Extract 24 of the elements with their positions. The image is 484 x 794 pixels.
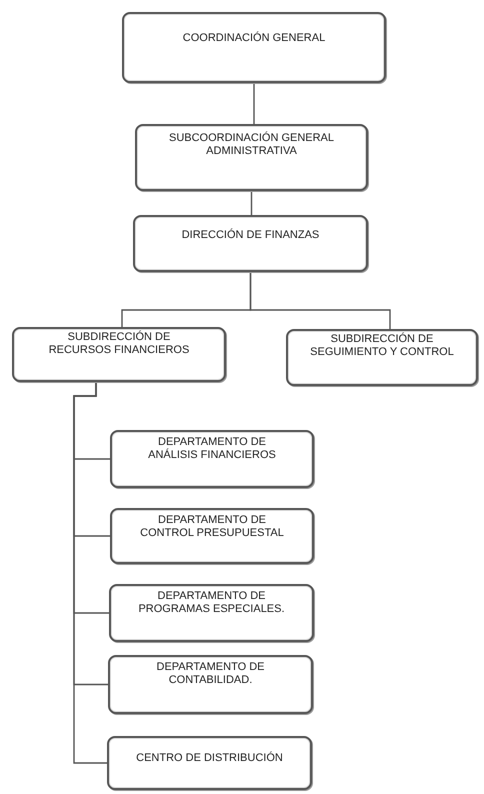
unit-name: DEPARTAMENTO DE CONTABILIDAD.	[156, 661, 266, 687]
unit-name: SUBDIRECCIÓN DE SEGUIMIENTO Y CONTROL	[309, 333, 455, 359]
connector-line	[250, 191, 252, 215]
org-unit-box	[135, 124, 368, 191]
connector-line	[253, 83, 255, 124]
connector-line	[73, 382, 107, 764]
connector-line	[250, 272, 391, 329]
org-unit-box	[109, 584, 314, 642]
unit-name: CENTRO DE DISTRIBUCIÓN	[136, 752, 283, 765]
unit-name: SUBDIRECCIÓN DE RECURSOS FINANCIEROS	[48, 331, 190, 357]
org-unit-box	[12, 327, 226, 382]
org-unit-box	[110, 430, 314, 488]
org-unit-box	[286, 329, 478, 386]
org-unit-box	[122, 12, 386, 83]
unit-name: DEPARTAMENTO DE CONTROL PRESUPUESTAL	[139, 514, 285, 540]
unit-name: COORDINACIÓN GENERAL	[182, 32, 326, 45]
unit-name: DIRECCIÓN DE FINANZAS	[182, 229, 320, 242]
org-unit-box	[133, 215, 368, 272]
unit-name: DEPARTAMENTO DE ANÁLISIS FINANCIEROS	[147, 436, 277, 462]
unit-name: DEPARTAMENTO DE PROGRAMAS ESPECIALES.	[137, 590, 286, 616]
org-unit-box	[108, 655, 313, 714]
org-unit-box	[107, 736, 312, 790]
unit-name: SUBCOORDINACIÓN GENERAL ADMINISTRATIVA	[168, 132, 336, 158]
org-unit-box	[110, 508, 314, 564]
